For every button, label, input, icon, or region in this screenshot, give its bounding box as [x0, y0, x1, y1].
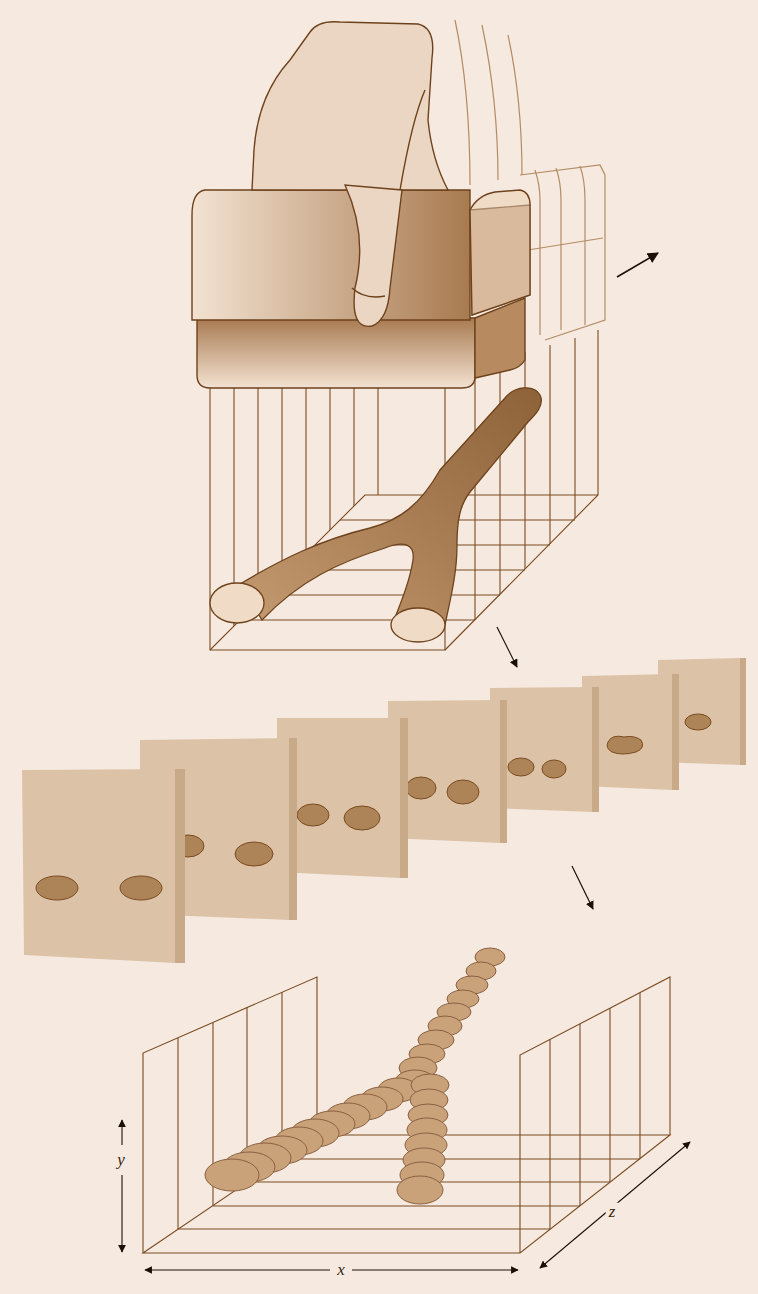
- axis-label: z: [606, 1203, 619, 1222]
- motion-arrow: [617, 253, 658, 277]
- reconstructed-disks: [205, 948, 505, 1204]
- section-slice: [22, 769, 185, 963]
- blade-motion-trace: [455, 20, 605, 340]
- axis-label: y: [114, 1151, 128, 1170]
- reconstruction-grid: [143, 977, 670, 1253]
- branching-tube: [210, 388, 541, 642]
- axis-arrows: [122, 1120, 690, 1270]
- axis-label: x: [334, 1261, 348, 1280]
- process-arrow: [572, 866, 593, 909]
- hand: [252, 22, 448, 327]
- process-arrow: [497, 627, 517, 667]
- serial-sections: [22, 658, 746, 963]
